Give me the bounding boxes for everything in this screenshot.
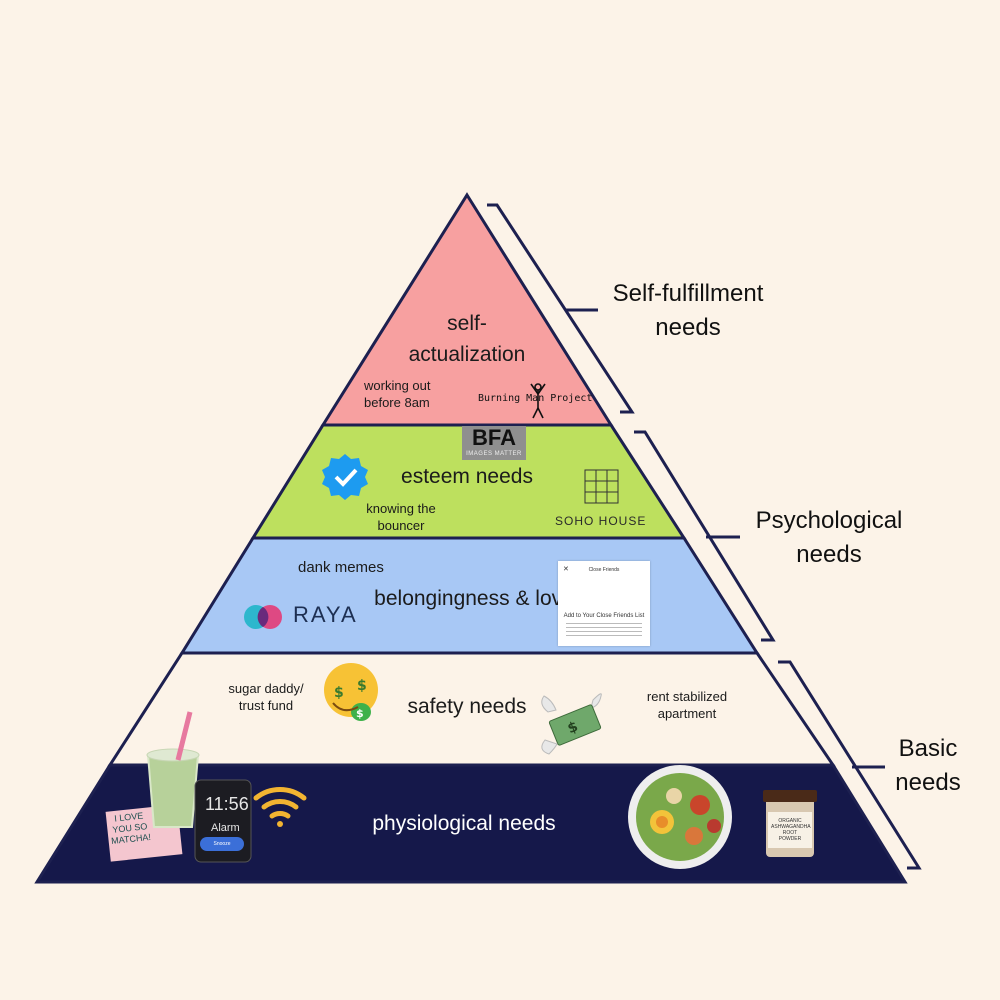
tier-label-esteem: esteem needs bbox=[401, 465, 533, 488]
close-friends-title: Close Friends bbox=[588, 567, 620, 573]
tier-label-safety: safety needs bbox=[407, 695, 527, 718]
svg-text:$: $ bbox=[356, 707, 364, 720]
annotation-working-out: working out before 8am bbox=[364, 378, 431, 410]
group-label-self-fulfillment: Self-fulfillment needs bbox=[612, 280, 764, 341]
tier-label-physiological: physiological needs bbox=[372, 812, 556, 835]
bfa-logo-sub: IMAGES MATTER bbox=[466, 451, 522, 457]
burning-man-figure-icon bbox=[530, 383, 546, 419]
flying-money-icon: $ bbox=[541, 693, 602, 755]
raya-logo-text: RAYA bbox=[293, 602, 358, 627]
money-mouth-emoji-icon: $ $ $ bbox=[324, 663, 378, 721]
annotation-rent-stabilized: rent stabilized apartment bbox=[646, 689, 728, 721]
close-icon: ✕ bbox=[563, 566, 569, 573]
phone-time: 11:56 bbox=[205, 794, 249, 814]
annotation-dank-memes: dank memes bbox=[298, 559, 384, 576]
bfa-logo-main: BFA bbox=[472, 425, 516, 450]
tier-label-belonging: belongingness & love bbox=[374, 587, 574, 610]
soho-house-logo-text: SOHO HOUSE bbox=[555, 514, 647, 528]
napkin-text: I LOVE YOU SO MATCHA! bbox=[110, 810, 152, 846]
svg-text:$: $ bbox=[334, 685, 344, 701]
soho-house-grid-icon bbox=[584, 469, 619, 504]
salad-bowl-icon bbox=[628, 765, 732, 869]
phone-snooze-button: Snooze bbox=[200, 837, 244, 851]
bfa-logo: BFA IMAGES MATTER bbox=[462, 426, 526, 460]
annotation-sugar-daddy: sugar daddy/ trust fund bbox=[228, 681, 304, 713]
verified-badge-icon bbox=[322, 454, 368, 500]
matcha-drink-icon bbox=[105, 711, 200, 862]
close-friends-add-text: Add to Your Close Friends List bbox=[563, 613, 645, 619]
close-friends-card: ✕ Close Friends Add to Your Close Friend… bbox=[558, 561, 650, 646]
burning-man-logo-text: Burning Man Project bbox=[478, 393, 593, 404]
raya-logo: RAYA bbox=[243, 602, 358, 628]
bracket-basic bbox=[778, 660, 922, 870]
wifi-icon bbox=[253, 787, 307, 827]
bracket-self-fulfillment bbox=[487, 203, 635, 414]
jar-label-text: ORGANIC ASHWAGANDHA ROOT POWDER bbox=[771, 818, 811, 842]
group-label-basic: Basic needs bbox=[895, 735, 961, 796]
supplement-jar-icon bbox=[763, 790, 817, 857]
close-friends-fine-print bbox=[566, 623, 642, 639]
group-label-psychological: Psychological needs bbox=[755, 507, 903, 568]
raya-logo-icon bbox=[244, 605, 282, 629]
annotation-knowing-bouncer: knowing the bouncer bbox=[366, 501, 436, 533]
tier-label-self-actualization: self- actualization bbox=[408, 312, 526, 366]
svg-text:$: $ bbox=[357, 678, 367, 694]
phone-alarm-label: Alarm bbox=[211, 822, 240, 834]
